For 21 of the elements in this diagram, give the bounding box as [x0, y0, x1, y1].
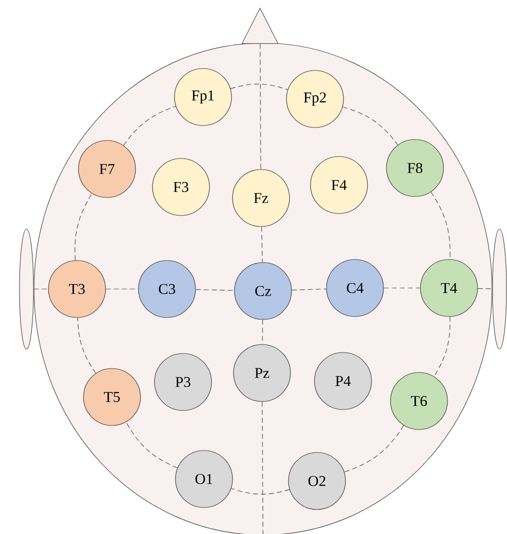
connector-line — [195, 289, 235, 291]
ear-drawing — [492, 228, 507, 350]
connector-line — [262, 320, 263, 344]
connector-line — [126, 422, 178, 468]
connector-line — [74, 193, 92, 261]
connector-line — [342, 106, 398, 146]
connector-line — [262, 402, 264, 534]
ear-drawing — [19, 228, 34, 350]
nose-triangle — [242, 8, 278, 44]
connector-line — [77, 318, 96, 374]
connector-line — [434, 316, 450, 377]
connector-line — [230, 488, 290, 494]
connector-line — [34, 288, 48, 290]
connector-line — [291, 288, 327, 290]
connector-line — [260, 44, 262, 170]
connector-line — [230, 84, 288, 90]
connector-line — [123, 106, 176, 146]
connector-line — [344, 425, 404, 472]
connector-line — [478, 288, 492, 290]
connector-line — [261, 226, 263, 262]
connector-line — [106, 288, 138, 290]
